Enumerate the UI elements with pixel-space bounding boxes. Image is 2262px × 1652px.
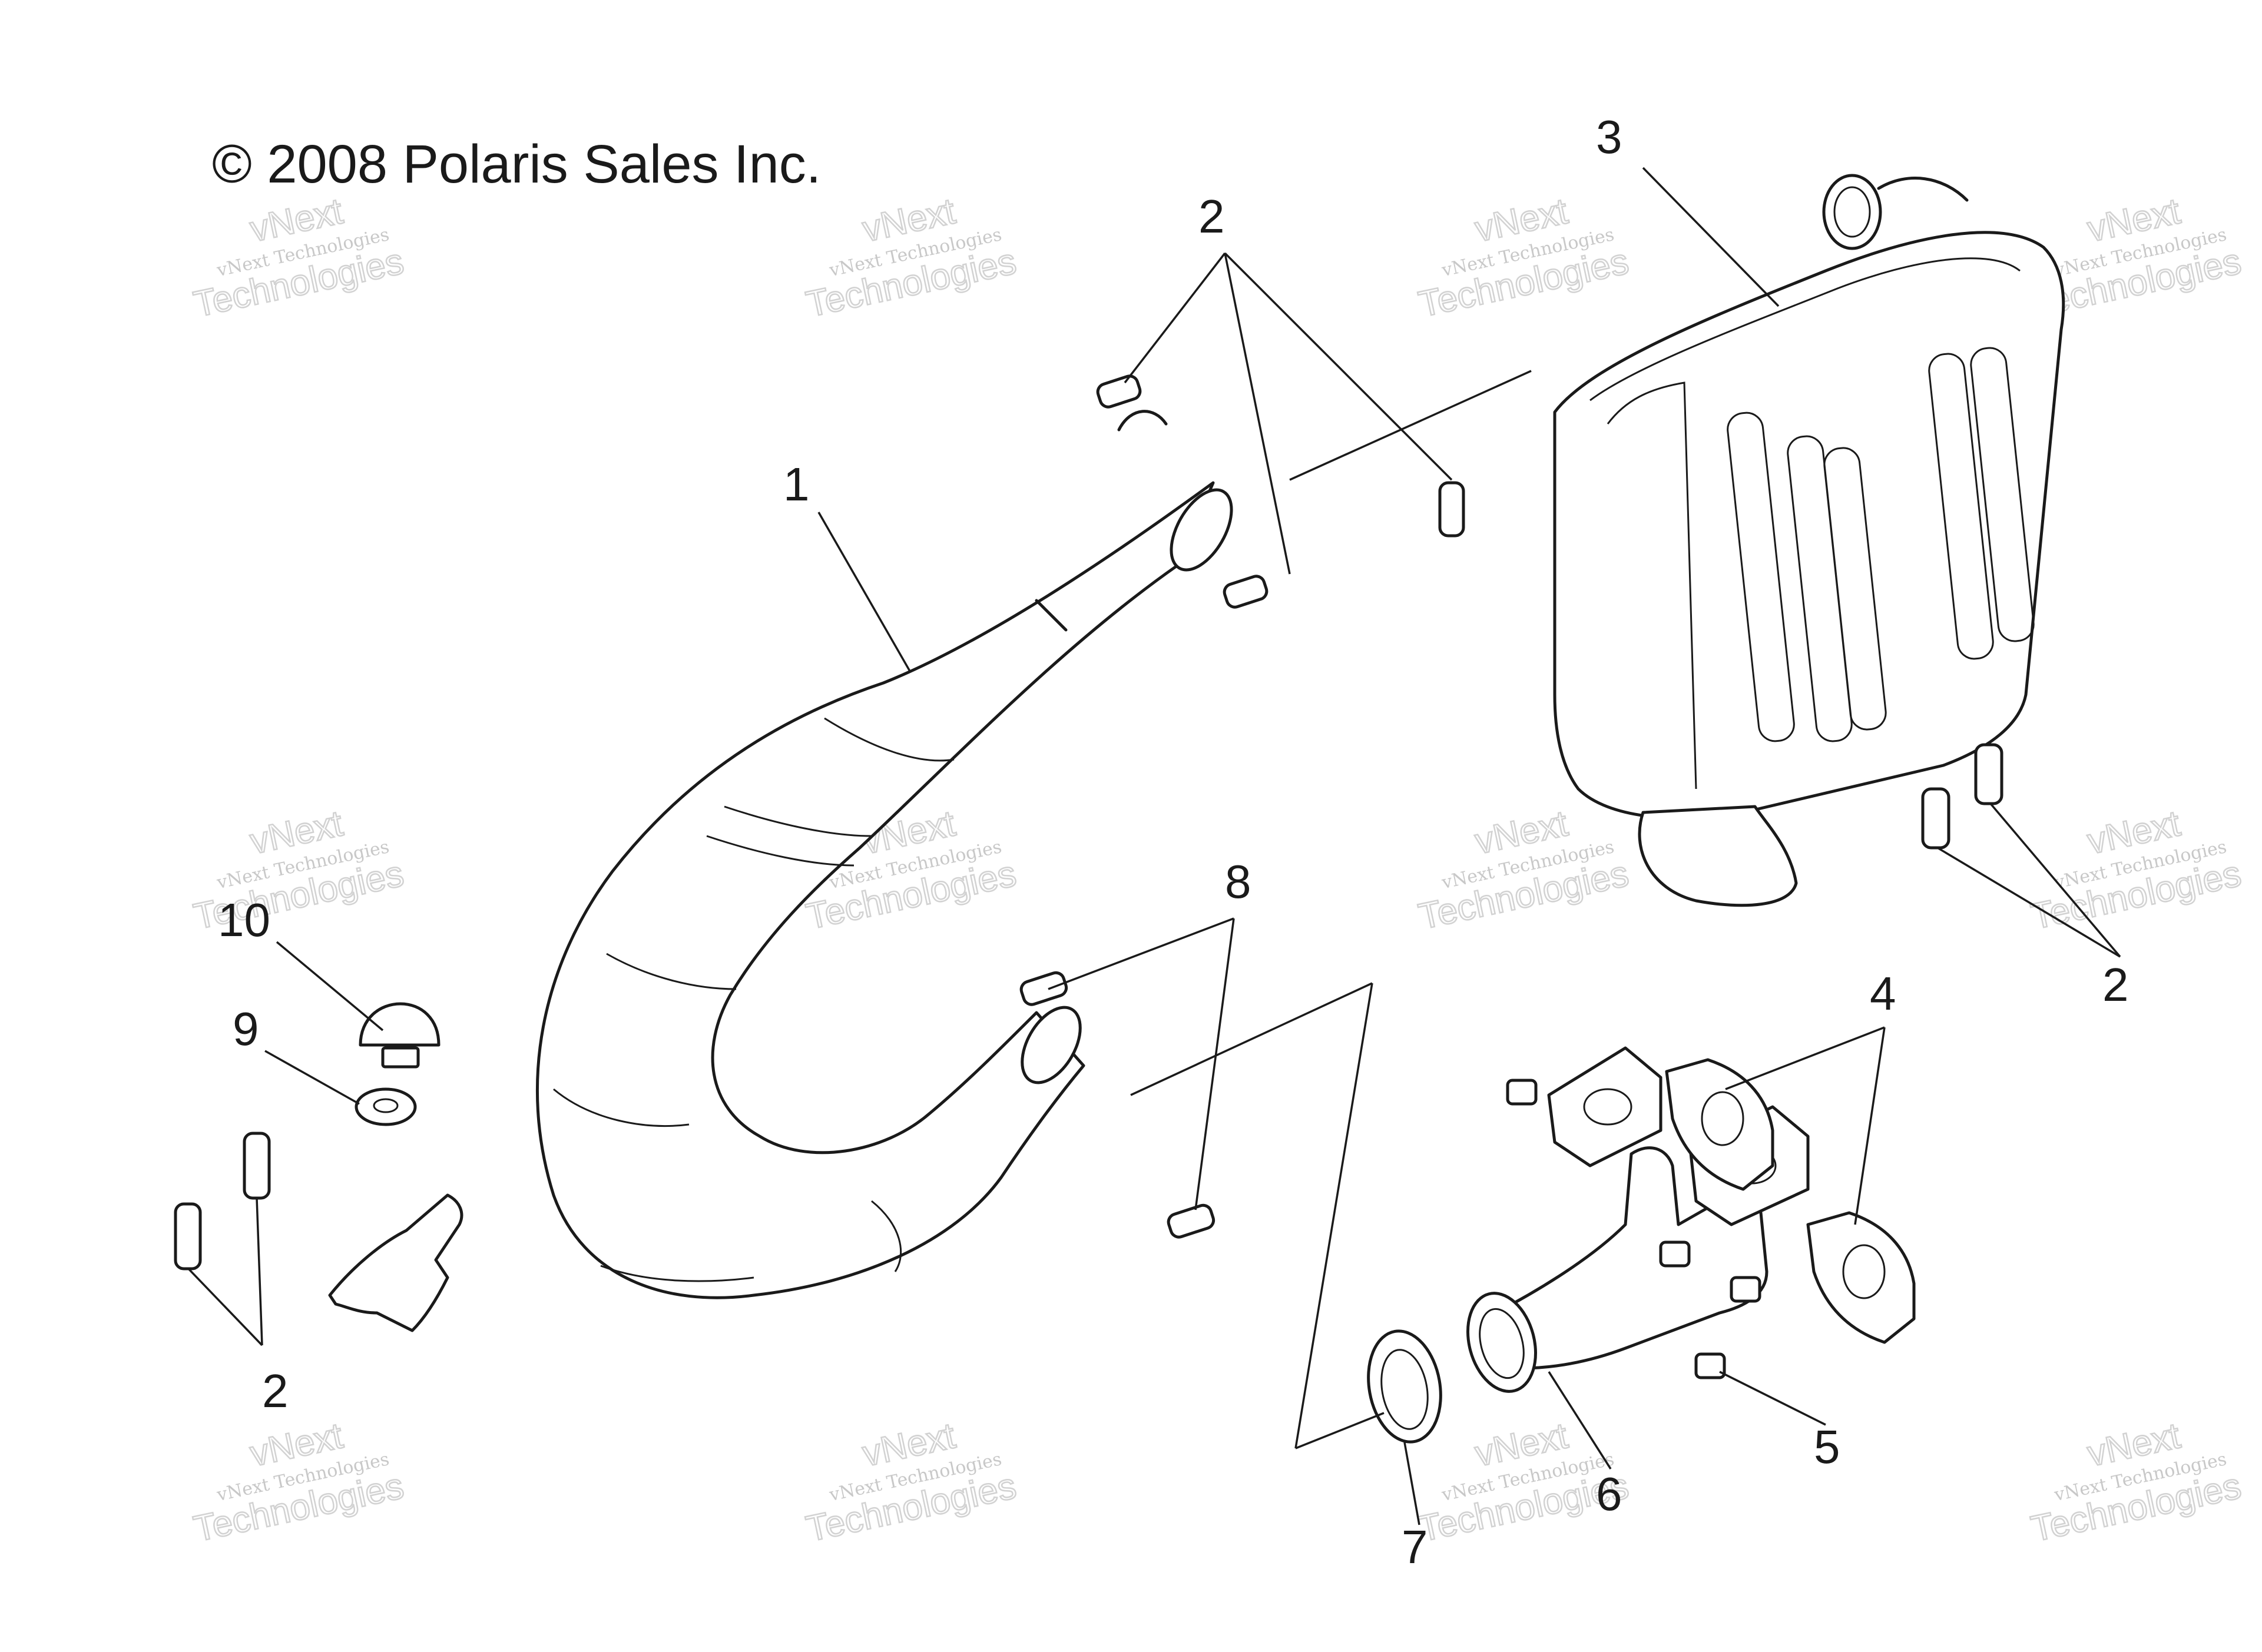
- callout-9: 9: [233, 1003, 259, 1055]
- part-2-springs-right: [1921, 743, 2003, 850]
- part-3-silencer: [1553, 174, 2065, 907]
- part-4-gaskets: [1665, 1058, 1916, 1344]
- part-8-springs: [1019, 971, 1216, 1239]
- callout-2-left: 2: [262, 1365, 289, 1417]
- callout-7: 7: [1402, 1521, 1428, 1573]
- mounting-bracket: [328, 1193, 463, 1332]
- part-1-expansion-pipe: [535, 410, 1233, 1299]
- callout-3: 3: [1596, 111, 1622, 163]
- part-7-seal-ring: [1367, 1329, 1442, 1444]
- callout-4: 4: [1870, 967, 1896, 1020]
- callout-6: 6: [1596, 1468, 1622, 1520]
- part-9-washer: [355, 1087, 417, 1126]
- callout-5: 5: [1814, 1421, 1840, 1473]
- callout-10: 10: [218, 894, 270, 946]
- callout-labels: 1 2 3 2 8 4 5 6 7 10 9 2: [218, 111, 2129, 1573]
- callout-2-top: 2: [1198, 190, 1225, 243]
- part-2-springs-left: [174, 1132, 271, 1270]
- leader-lines: [187, 167, 2121, 1525]
- callout-8: 8: [1225, 855, 1251, 908]
- part-5-bolts: [1506, 1079, 1761, 1379]
- callout-1: 1: [783, 458, 810, 510]
- callout-2-right: 2: [2102, 958, 2129, 1011]
- copyright-notice: © 2008 Polaris Sales Inc.: [212, 134, 821, 194]
- part-2-springs-top: [1096, 374, 1465, 609]
- part-10-plug: [359, 1002, 441, 1069]
